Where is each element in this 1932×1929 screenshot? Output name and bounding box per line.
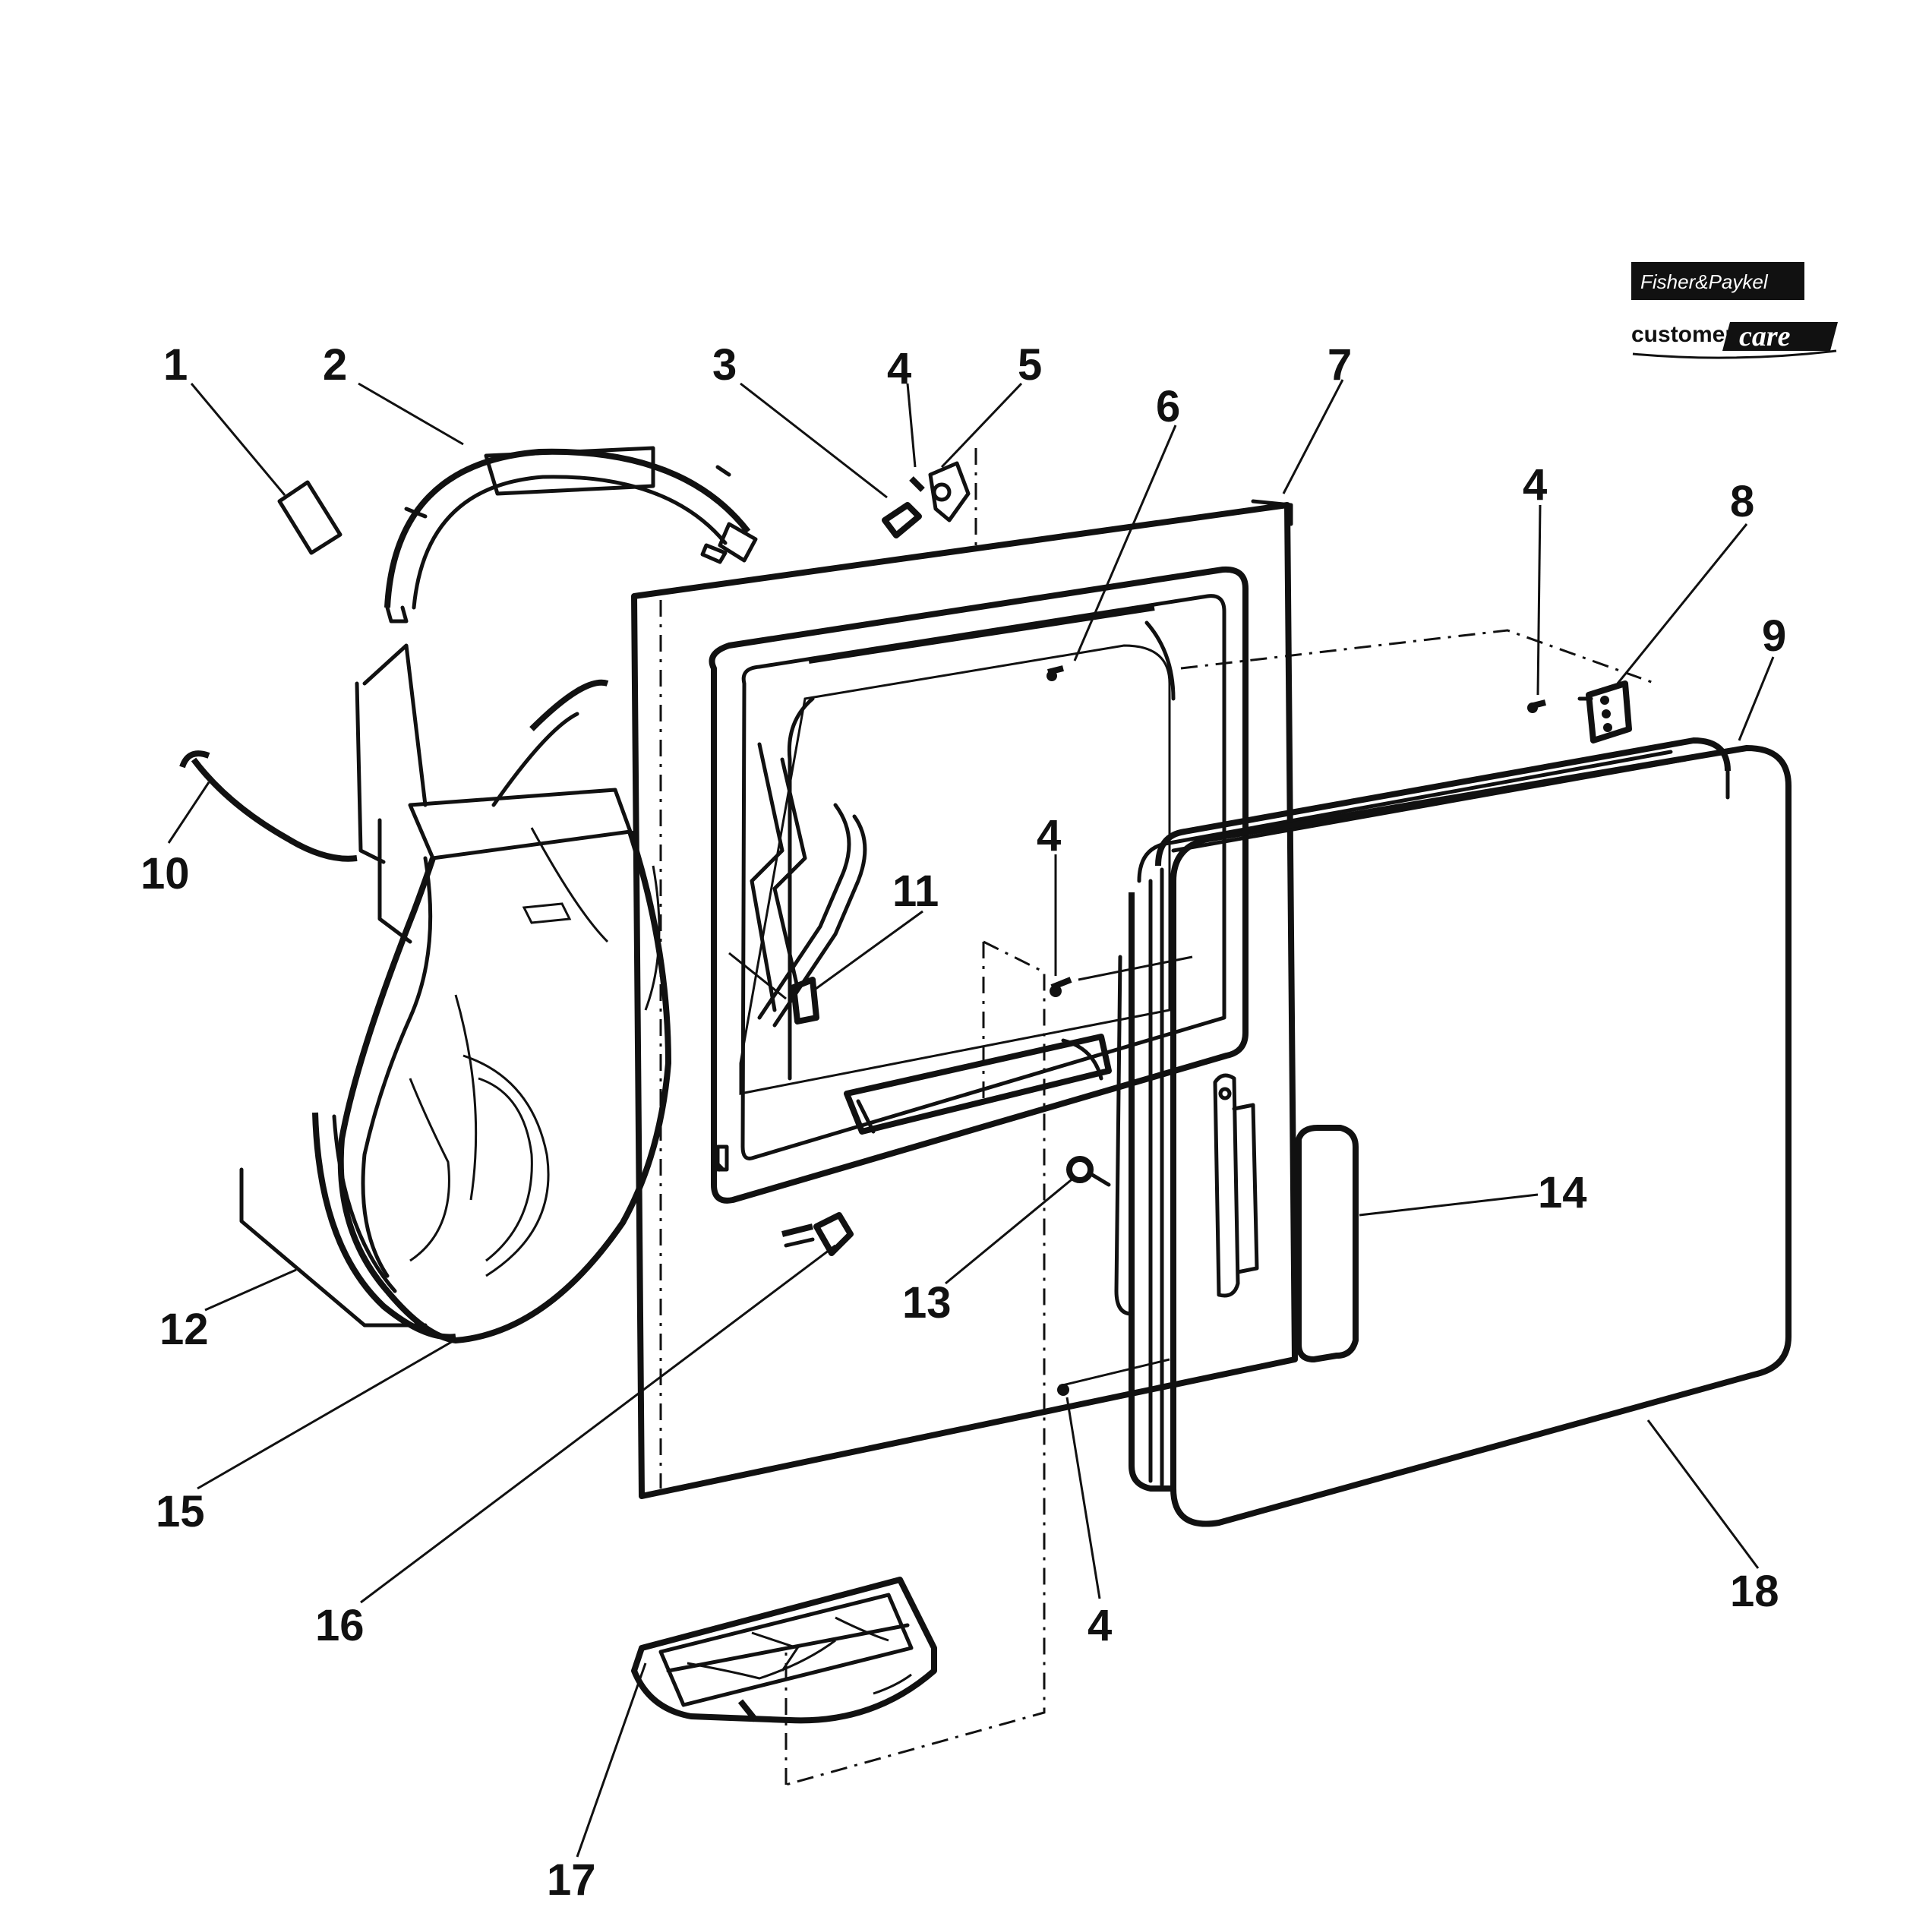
callout-part-15: 15 [156,1487,205,1536]
part-12-15-bulkhead [239,643,671,1343]
logo-care-text: care [1739,320,1791,352]
part-1-strip [277,480,343,555]
callout-part-11: 11 [892,867,939,916]
part-10-hose [179,750,358,862]
callout-part-5: 5 [1018,340,1042,390]
callout-part-6: 6 [1156,382,1180,431]
callout-part-3: 3 [712,340,737,390]
callout-part-2: 2 [323,340,347,390]
callout-part-13: 13 [902,1278,952,1328]
callout-part-8: 8 [1730,477,1754,526]
logo-customer-text: customer [1631,322,1734,347]
callout-part-4-right: 4 [1523,460,1547,510]
part-11-clip [728,952,819,1024]
callout-part-14: 14 [1538,1168,1587,1217]
callout-part-17: 17 [547,1855,596,1905]
callout-part-18: 18 [1730,1567,1779,1616]
part-17-lint-filter [631,1577,937,1724]
callout-part-4-bottom: 4 [1088,1601,1112,1650]
callout-labels: 1 2 3 4 5 6 7 4 8 9 10 4 11 14 12 13 15 … [140,340,1786,1905]
callout-part-4-top: 4 [887,344,911,393]
callout-part-7: 7 [1327,340,1352,390]
part-2-support-ring [384,446,758,624]
part-8-bracket [1180,629,1656,744]
callout-part-1: 1 [163,340,188,390]
part-18-door [1114,737,1792,1527]
part-7-front-panel [631,499,1298,1499]
callout-part-9: 9 [1762,611,1786,661]
callout-part-4-mid: 4 [1037,811,1061,860]
callout-part-16: 16 [315,1601,365,1650]
callout-part-12: 12 [159,1305,209,1354]
part-16-switch [781,1212,854,1256]
brand-logo: Fisher&Paykel customer care [1631,262,1838,359]
logo-brand-text: Fisher&Paykel [1640,270,1769,293]
leader-lines [167,379,1775,1858]
part-6-screw [1046,665,1064,681]
callout-part-10: 10 [140,849,190,898]
part-3-5-latch [882,448,977,547]
